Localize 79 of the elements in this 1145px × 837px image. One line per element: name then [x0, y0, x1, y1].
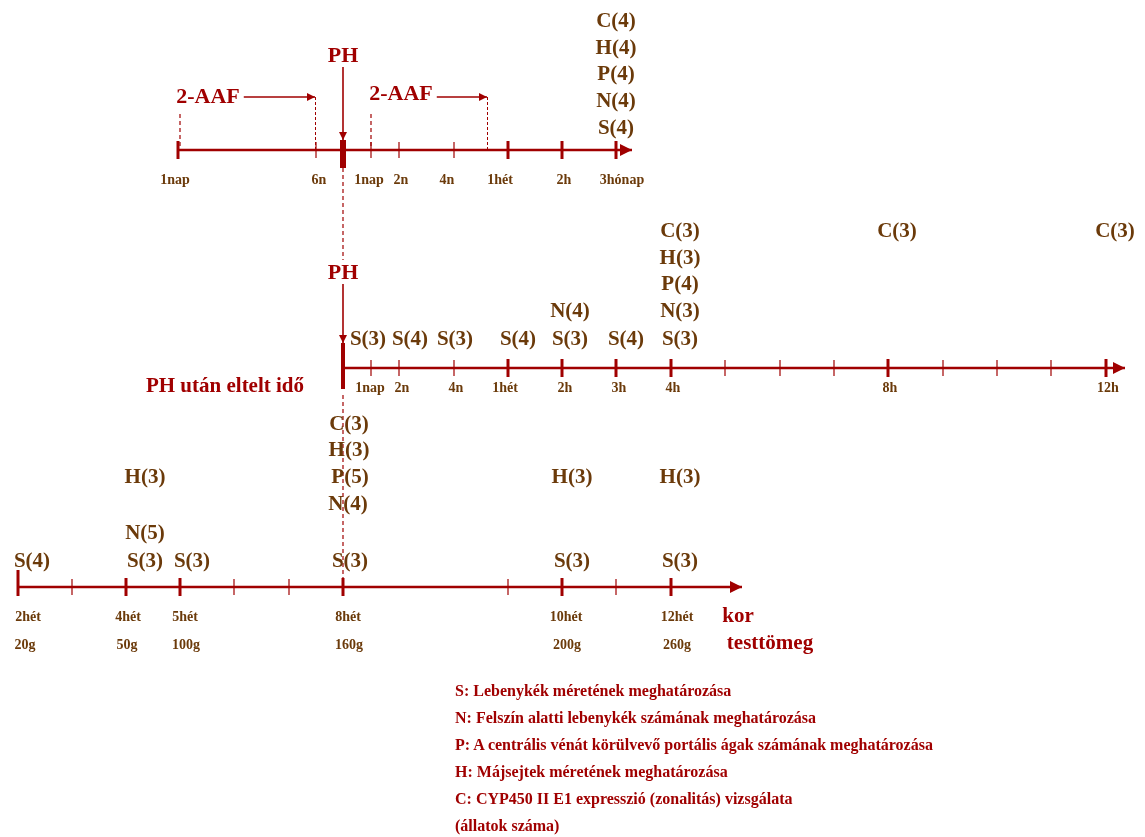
key-line: P: A centrális vénát körülvevő portális ágak számának meghatározása: [455, 737, 933, 753]
tick-label: 12h: [1097, 381, 1119, 395]
tick-label: 8hét: [335, 610, 361, 624]
connector-line: [342, 167, 344, 261]
tick-label: 2hét: [15, 610, 41, 624]
tick-label: 1nap: [355, 381, 385, 395]
tick-label: 3hónap: [599, 173, 645, 187]
tick-label: 20g: [14, 638, 36, 652]
key-line: S: Lebenykék méretének meghatározása: [455, 683, 732, 699]
tick-label: 1hét: [492, 381, 518, 395]
sample-count: C(3): [877, 219, 917, 241]
sample-count: H(4): [595, 36, 637, 58]
sample-count: H(3): [659, 465, 701, 487]
tick-label: 5hét: [172, 610, 198, 624]
dashed-marker-line: [315, 97, 317, 150]
axis-title: PH után eltelt idő: [145, 374, 305, 396]
sample-count: S(3): [331, 549, 369, 571]
sample-count: H(3): [659, 246, 701, 268]
sample-count: S(3): [349, 327, 387, 349]
thick-tick-mark: [341, 343, 345, 389]
tick-label: 4hét: [115, 610, 141, 624]
tick-label: 50g: [116, 638, 138, 652]
sample-count: C(3): [329, 412, 369, 434]
sample-count: C(3): [1095, 219, 1135, 241]
arrow: [435, 93, 488, 101]
sample-count: N(4): [596, 89, 636, 111]
sample-count: S(4): [597, 116, 635, 138]
sample-count: S(3): [436, 327, 474, 349]
sample-count: S(4): [499, 327, 537, 349]
tick-label: 2h: [557, 381, 573, 395]
sample-count: S(4): [391, 327, 429, 349]
dashed-marker-line: [487, 97, 489, 150]
tick-label: 8h: [882, 381, 898, 395]
tick-label: 4n: [448, 381, 464, 395]
sample-count: S(3): [553, 549, 591, 571]
sample-count: S(3): [661, 549, 699, 571]
sample-count: S(3): [551, 327, 589, 349]
axis-title: testtömeg: [726, 631, 814, 653]
sample-count: N(5): [125, 521, 165, 543]
tick-label: 200g: [553, 638, 581, 652]
tick-label: 2h: [556, 173, 572, 187]
sample-count: C(4): [596, 9, 636, 31]
sample-count: S(3): [661, 327, 699, 349]
tick-label: 10hét: [549, 610, 583, 624]
sample-count: H(3): [328, 438, 370, 460]
sample-count: S(4): [607, 327, 645, 349]
sample-count: N(4): [328, 492, 368, 514]
arrow: [339, 283, 347, 344]
sample-count: S(3): [173, 549, 211, 571]
thick-tick-mark: [340, 140, 346, 168]
sample-count: C(3): [660, 219, 700, 241]
key-line: (állatok száma): [455, 818, 560, 834]
sample-count: H(3): [551, 465, 593, 487]
sample-count: N(3): [660, 299, 700, 321]
tick-label: 6n: [311, 173, 327, 187]
tick-label: 2n: [394, 381, 410, 395]
axis-title: kor: [722, 604, 754, 626]
tick-label: 100g: [172, 638, 200, 652]
sample-count: S(3): [126, 549, 164, 571]
sample-count: H(3): [124, 465, 166, 487]
tick-label: 3h: [611, 381, 627, 395]
tick-label: 2n: [393, 173, 409, 187]
tick-label: 12hét: [660, 610, 694, 624]
tick-label: 260g: [663, 638, 691, 652]
key-line: H: Májsejtek méretének meghatározása: [455, 764, 728, 780]
sample-count: P(5): [331, 465, 369, 487]
sample-count: S(4): [13, 549, 51, 571]
tick-label: 160g: [335, 638, 363, 652]
sample-count: P(4): [597, 62, 635, 84]
tick-label: 1nap: [160, 173, 190, 187]
key-line: C: CYP450 II E1 expresszió (zonalitás) vizsgálata: [455, 791, 793, 807]
arrow: [339, 66, 347, 141]
tick-label: 4h: [665, 381, 681, 395]
tick-label: 1hét: [487, 173, 513, 187]
key-line: N: Felszín alatti lebenykék számának meghatározása: [455, 710, 816, 726]
arrow: [242, 93, 316, 101]
sample-count: P(4): [661, 272, 699, 294]
sample-count: N(4): [550, 299, 590, 321]
tick-label: 4n: [439, 173, 455, 187]
